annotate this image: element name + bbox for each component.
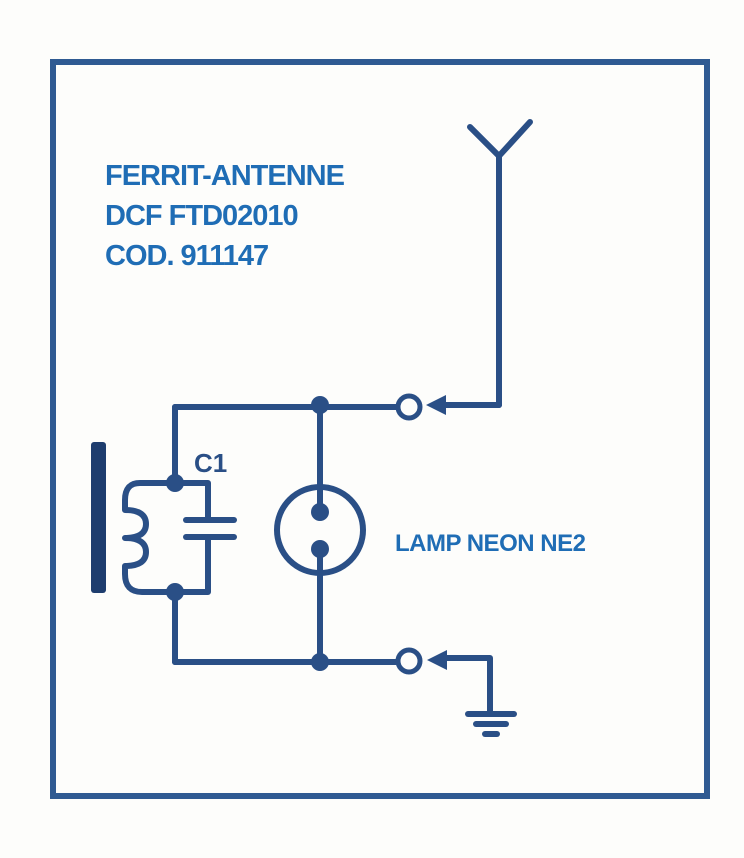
ground-arrowhead	[427, 650, 447, 670]
lamp-electrode-bottom	[311, 540, 329, 558]
lamp-label: LAMP NEON NE2	[395, 530, 586, 557]
ground-terminal	[395, 647, 423, 675]
title-line-1: FERRIT-ANTENNE	[105, 160, 345, 192]
junction-dot	[311, 653, 329, 671]
antenna-terminal	[395, 393, 423, 421]
ferrite-rod	[91, 442, 106, 593]
inductor-coil-icon	[122, 480, 178, 595]
neon-lamp-icon	[274, 484, 366, 576]
junction-dot	[166, 583, 184, 601]
lamp-electrode-top	[311, 503, 329, 521]
capacitor-icon	[172, 480, 237, 595]
antenna-icon	[467, 119, 533, 408]
junction-dot	[166, 474, 184, 492]
junction-dot	[311, 396, 329, 414]
diagram-frame	[50, 59, 710, 799]
antenna-arrowhead	[426, 395, 446, 415]
ground-icon	[438, 655, 517, 737]
title-line-2: DCF FTD02010	[105, 200, 299, 232]
title-line-3: COD. 911147	[105, 240, 269, 272]
capacitor-label: C1	[194, 448, 228, 478]
